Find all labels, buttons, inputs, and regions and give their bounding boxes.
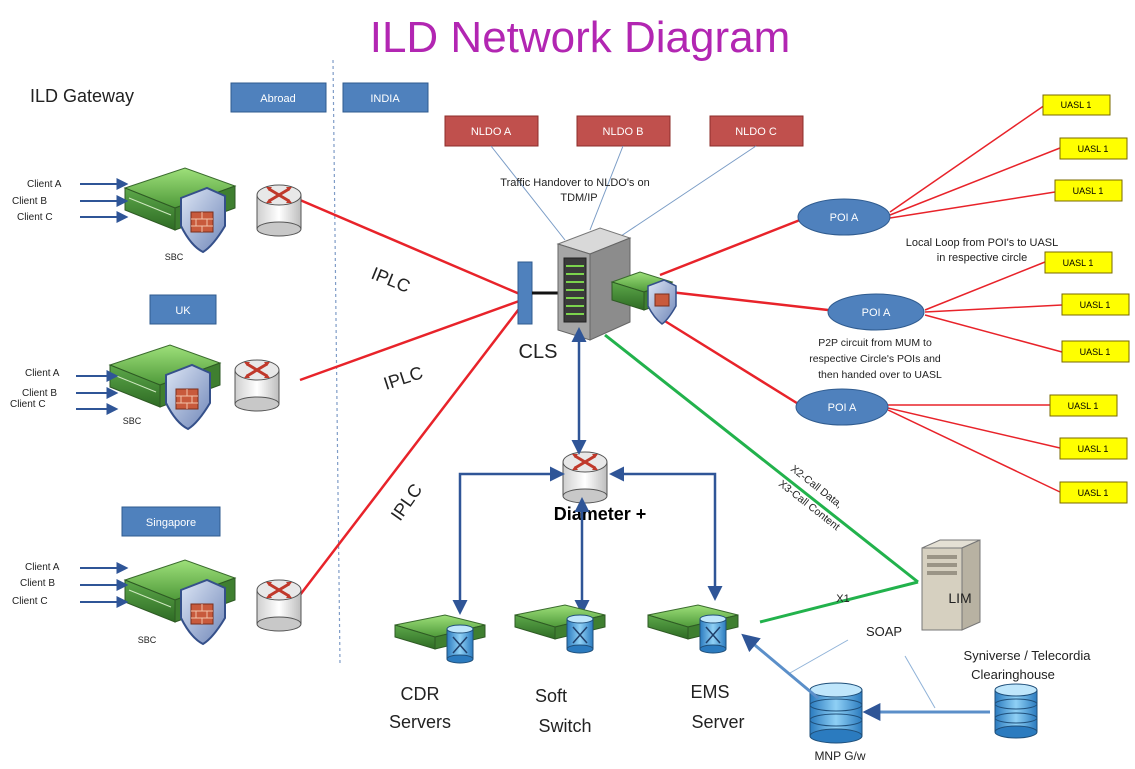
lim-label: LIM [948, 590, 971, 606]
diameter-arrows [452, 327, 723, 615]
mnp-label: MNP G/w [814, 749, 865, 763]
client-b-label-3: Client B [20, 578, 55, 589]
region-divider [332, 59, 341, 666]
client-arrows-3 [80, 562, 129, 608]
sbc-label-2: SBC [123, 416, 142, 426]
client-c-label-1: Client C [17, 212, 53, 223]
client-arrows-2 [76, 370, 119, 415]
poi-node-2: POI A [827, 293, 925, 331]
client-a-label-1: Client A [27, 179, 62, 190]
cdr-server [394, 614, 486, 664]
soap-label: SOAP [866, 624, 902, 639]
ems-label-line1: EMS [690, 682, 729, 702]
router-1 [255, 183, 303, 238]
soft-switch-server [514, 604, 606, 654]
uasl-label-7: UASL 1 [1068, 401, 1099, 411]
diameter-router [561, 450, 609, 505]
uasl-label-9: UASL 1 [1078, 488, 1109, 498]
poi-label-3: POI A [828, 402, 857, 414]
x1-label: X1 [836, 593, 849, 605]
nldo-a-box: NLDO A [444, 115, 539, 147]
uasl-label-6: UASL 1 [1080, 347, 1111, 357]
poi-node-3: POI A [795, 388, 889, 426]
sbc-group-3 [124, 559, 236, 645]
uk-box: UK [149, 294, 217, 325]
client-a-label-3: Client A [25, 562, 60, 573]
uasl-links [887, 104, 1063, 493]
uasl-label-5: UASL 1 [1080, 300, 1111, 310]
cls-switch [517, 227, 677, 341]
uasl-label-3: UASL 1 [1073, 186, 1104, 196]
mnp-arrows [741, 633, 990, 721]
client-b-label-1: Client B [12, 196, 47, 207]
cls-label: CLS [519, 341, 558, 363]
nldo-b-label: NLDO B [603, 126, 644, 138]
cdr-label-line2: Servers [389, 712, 451, 732]
uasl-label-4: UASL 1 [1063, 258, 1094, 268]
sbc-label-1: SBC [165, 252, 184, 262]
diagram-title: ILD Network Diagram [370, 13, 791, 62]
traffic-handover-line1: Traffic Handover to NLDO's on [500, 177, 649, 189]
poi-label-1: POI A [830, 212, 859, 224]
iplc-label-3: IPLC [387, 480, 426, 524]
p2p-line1: P2P circuit from MUM to [818, 337, 932, 349]
uasl-label-2: UASL 1 [1078, 144, 1109, 154]
router-2 [233, 358, 281, 413]
ild-gateway-label: ILD Gateway [30, 86, 134, 106]
poi-node-1: POI A [797, 198, 891, 236]
client-c-label-2: Client C [10, 399, 46, 410]
nldo-c-label: NLDO C [735, 126, 777, 138]
client-b-label-2: Client B [22, 388, 57, 399]
li-links [604, 333, 919, 624]
abroad-label: Abroad [260, 93, 295, 105]
abroad-box: Abroad [230, 82, 327, 113]
iplc-links [299, 198, 523, 596]
p2p-line3: then handed over to UASL [818, 369, 942, 381]
local-loop-line1: Local Loop from POI's to UASL [906, 237, 1059, 249]
iplc-label-2: IPLC [381, 362, 425, 393]
india-box: INDIA [342, 82, 429, 113]
uasl-boxes [1042, 94, 1130, 504]
lim-server [921, 539, 981, 631]
traffic-handover-line2: TDM/IP [560, 192, 597, 204]
router-3 [255, 578, 303, 633]
poi-links [659, 218, 829, 407]
nldo-links [490, 145, 757, 241]
nldo-b-box: NLDO B [576, 115, 671, 147]
diameter-label: Diameter + [554, 504, 647, 524]
poi-label-2: POI A [862, 307, 891, 319]
softswitch-label-line1: Soft [535, 686, 567, 706]
singapore-label: Singapore [146, 517, 196, 529]
uk-label: UK [175, 305, 191, 317]
client-a-label-2: Client A [25, 368, 60, 379]
sbc-label-3: SBC [138, 635, 157, 645]
india-label: INDIA [370, 93, 400, 105]
clearinghouse-line2: Clearinghouse [971, 667, 1055, 682]
clearinghouse-line1: Syniverse / Telecordia [964, 648, 1092, 663]
nldo-a-label: NLDO A [471, 126, 512, 138]
singapore-box: Singapore [121, 506, 221, 537]
uasl-label-1: UASL 1 [1061, 100, 1092, 110]
client-arrows-1 [80, 178, 129, 223]
local-loop-line2: in respective circle [937, 252, 1027, 264]
nldo-c-box: NLDO C [709, 115, 804, 147]
clearinghouse-db [994, 683, 1038, 739]
uasl-label-8: UASL 1 [1078, 444, 1109, 454]
ems-label-line2: Server [691, 712, 744, 732]
p2p-line2: respective Circle's POIs and [809, 353, 941, 365]
client-c-label-3: Client C [12, 596, 48, 607]
sbc-group-1 [124, 167, 236, 253]
cdr-label-line1: CDR [401, 684, 440, 704]
soap-links [789, 639, 936, 709]
softswitch-label-line2: Switch [538, 716, 591, 736]
mnp-db [809, 682, 863, 744]
iplc-label-1: IPLC [369, 263, 414, 297]
ems-server [647, 604, 739, 654]
